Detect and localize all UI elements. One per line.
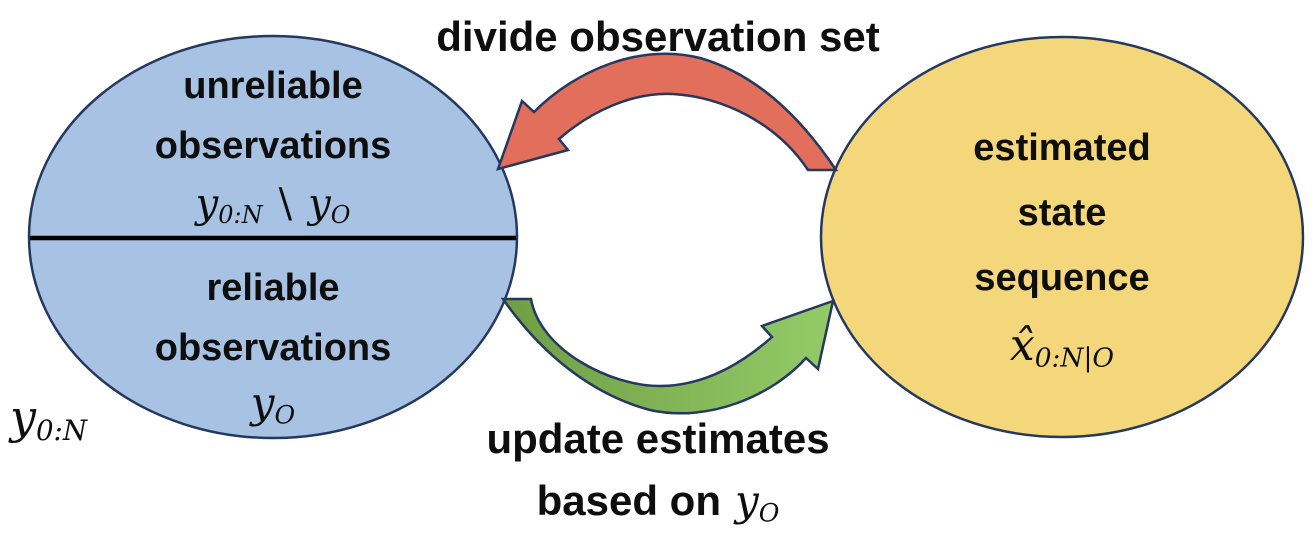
sequence-label: sequence <box>974 257 1150 299</box>
estimated-label: estimated <box>973 127 1151 169</box>
math-sub-O: O <box>758 498 780 528</box>
divide-arrow <box>498 53 836 171</box>
estimated-state-ellipse-border <box>819 35 1305 439</box>
unreliable-observations-group: unreliable observations y0:N\yO <box>29 56 517 232</box>
math-sub-O: O <box>330 201 351 229</box>
unreliable-observations-label: observations <box>154 125 392 167</box>
state-sequence-formula: x̂0:N|O <box>822 311 1302 381</box>
unreliable-label: unreliable <box>183 65 363 107</box>
math-y: y <box>734 476 759 525</box>
update-arrow-border <box>500 297 835 415</box>
update-estimates-line: update estimates <box>486 415 830 462</box>
math-y: y <box>250 378 275 427</box>
math-sub-0N-given-O: 0:N|O <box>1034 342 1115 374</box>
reliable-observations-label: observations <box>154 327 392 369</box>
divide-arrow-border <box>496 52 839 172</box>
observation-set-ellipse-border <box>27 34 519 440</box>
estimated-state-ellipse <box>821 37 1303 437</box>
math-y2: y <box>308 181 331 227</box>
based-on-line: based on yO <box>408 470 908 532</box>
state-label: state <box>1017 192 1107 234</box>
based-on-text: based on <box>536 477 721 524</box>
unreliable-observations-formula: y0:N\yO <box>29 176 517 232</box>
math-sub-0N: 0:N <box>36 413 87 447</box>
math-y: y <box>10 390 36 444</box>
reliable-observations-formula: yO <box>29 378 517 428</box>
math-sub-O: O <box>274 400 296 430</box>
update-arrow-label: update estimates based on yO <box>408 408 908 532</box>
divide-arrow-label: divide observation set <box>436 13 880 60</box>
full-observation-set-label: y0:N <box>10 390 140 444</box>
math-sub-0N: 0:N <box>218 201 263 229</box>
math-xhat: x̂ <box>1009 320 1035 371</box>
reliable-observations-group: reliable observations yO <box>29 258 517 428</box>
estimated-state-group: estimated state sequence x̂0:N|O <box>822 116 1302 381</box>
reliable-label: reliable <box>206 267 340 309</box>
setminus-operator: \ <box>278 181 293 227</box>
update-arrow <box>503 299 833 414</box>
math-y1: y <box>195 181 219 227</box>
